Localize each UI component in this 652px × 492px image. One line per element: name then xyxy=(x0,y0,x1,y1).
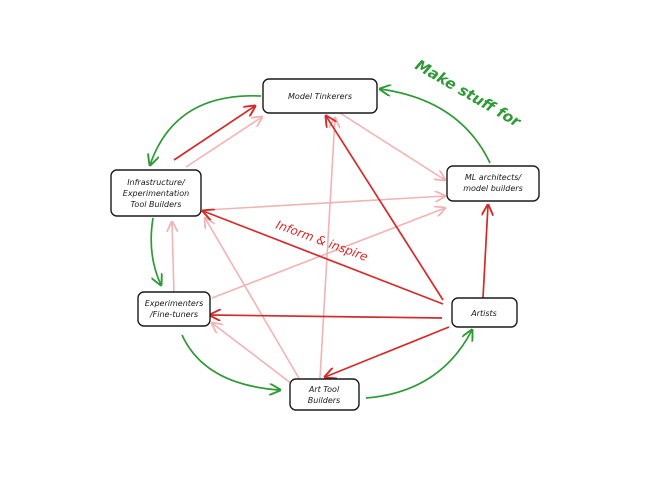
arrow-arttools-to-infra-light xyxy=(205,218,301,381)
node-label: Model Tinkerers xyxy=(288,92,352,101)
green-arrows xyxy=(150,89,491,399)
arrow-artists-to-infra xyxy=(203,211,444,305)
node-label: ML architects/ xyxy=(465,173,523,182)
node-infra-tool-builders: Infrastructure/ Experimentation Tool Bui… xyxy=(110,169,202,217)
arrow-artists-to-tinkerers xyxy=(326,116,444,301)
arrow-experimenters-to-mlarch-light xyxy=(211,208,445,299)
node-ml-architects: ML architects/ model builders xyxy=(446,165,540,202)
arrow-arttools-to-artists xyxy=(365,330,472,399)
node-label: /Fine-tuners xyxy=(149,310,198,319)
node-art-tool-builders: Art Tool Builders xyxy=(289,378,360,411)
pink-arrows xyxy=(172,112,445,385)
node-label: model builders xyxy=(463,184,523,193)
arrow-artists-to-experimenters xyxy=(210,315,443,318)
node-label: Experimentation xyxy=(123,189,189,198)
node-experimenters: Experimenters /Fine-tuners xyxy=(137,291,211,327)
node-label: Artists xyxy=(470,309,497,318)
arrow-experimenters-to-infra-light xyxy=(172,222,174,296)
arrow-infra-to-mlarch-light xyxy=(205,196,445,211)
node-label: Infrastructure/ xyxy=(127,178,186,187)
arrow-experimenters-to-arttools xyxy=(181,334,280,390)
node-label: Experimenters xyxy=(145,299,204,308)
arrow-artists-to-arttools xyxy=(325,326,450,377)
node-label: Tool Builders xyxy=(131,200,182,209)
red-arrows xyxy=(173,106,488,377)
arrow-mlarch-to-tinkerers xyxy=(380,89,491,164)
arrow-infra-to-experimenters xyxy=(150,217,161,285)
arrow-arttools-to-experimenters-light xyxy=(212,323,293,385)
arrow-arttools-to-tinkerers-light xyxy=(319,118,335,379)
node-label: Art Tool xyxy=(308,385,340,394)
arrow-infra-to-tinkerers-light xyxy=(185,117,262,168)
node-artists: Artists xyxy=(451,297,518,328)
arrow-tinkerers-to-infra xyxy=(150,94,262,165)
arrow-infra-to-tinkerers xyxy=(173,106,255,161)
arrow-tinkerers-to-mlarch-light xyxy=(339,112,445,180)
node-model-tinkerers: Model Tinkerers xyxy=(262,78,378,114)
make-stuff-for-label: Make stuff for xyxy=(412,56,525,132)
arrow-artists-to-mlarch xyxy=(483,205,488,299)
node-label: Builders xyxy=(308,396,340,405)
